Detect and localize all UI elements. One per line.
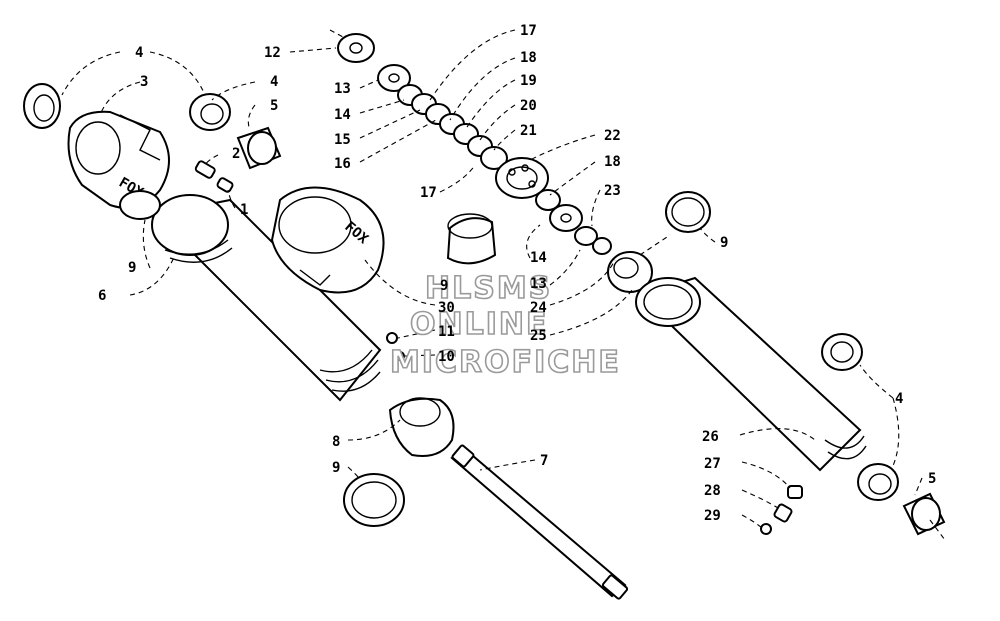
small-parts-27-29 xyxy=(760,485,803,535)
callout-28: 28 xyxy=(704,483,721,499)
callout-4: 4 xyxy=(135,45,143,61)
callout-29: 29 xyxy=(704,508,721,524)
callout-21: 21 xyxy=(520,123,537,139)
watermark-line-3: MICROFICHE xyxy=(390,345,621,380)
callout-6: 6 xyxy=(98,288,106,304)
washer-14-lower xyxy=(549,204,583,232)
bushing-4-right-lower xyxy=(857,463,899,501)
bushing-4-top xyxy=(189,93,231,131)
callout-4: 4 xyxy=(895,391,903,407)
callout-26: 26 xyxy=(702,429,719,445)
callout-9: 9 xyxy=(332,460,340,476)
washer-12 xyxy=(337,33,375,63)
callout-14: 14 xyxy=(530,250,547,266)
valve-cap-1 xyxy=(216,177,234,193)
callout-16: 16 xyxy=(334,156,351,172)
watermark: HLSMS ONLINE MICROFICHE xyxy=(389,270,621,381)
callout-19: 19 xyxy=(520,73,537,89)
valve-2 xyxy=(194,160,216,179)
callout-24: 24 xyxy=(530,300,547,316)
callout-5: 5 xyxy=(270,98,278,114)
callout-2: 2 xyxy=(232,146,240,162)
callout-27: 27 xyxy=(704,456,721,472)
callout-20: 20 xyxy=(520,98,537,114)
callout-25: 25 xyxy=(530,328,547,344)
bushing-4-right xyxy=(821,333,863,371)
callout-18: 18 xyxy=(520,50,537,66)
shim-18-lower xyxy=(535,189,561,211)
reservoir-sleeve: FOX xyxy=(270,186,385,294)
washer-13-upper xyxy=(377,64,411,92)
shim-stack-14-16 xyxy=(397,84,508,170)
eyelet-body-3: FOX xyxy=(67,110,170,209)
callout-8: 8 xyxy=(332,434,340,450)
callout-30: 30 xyxy=(438,300,455,316)
body-26 xyxy=(635,276,867,472)
reservoir-body-6 xyxy=(151,194,382,402)
callout-labels: 4 3 4 5 2 1 9 6 12 13 14 15 16 17 18 19 … xyxy=(98,23,936,524)
callout-22: 22 xyxy=(604,128,621,144)
ring-9-right xyxy=(665,191,711,233)
leader-lines xyxy=(61,29,946,541)
callout-9: 9 xyxy=(440,278,448,294)
bushing-4-left xyxy=(23,83,61,129)
spacer-5-right xyxy=(902,492,946,536)
shaft-7 xyxy=(450,444,629,600)
callout-4: 4 xyxy=(270,74,278,90)
ring-9-lower xyxy=(343,473,405,527)
callout-13: 13 xyxy=(334,81,351,97)
spacer-5-top xyxy=(236,126,282,170)
balls-10-11 xyxy=(386,332,405,361)
callout-17: 17 xyxy=(420,185,437,201)
ring-17-lower xyxy=(446,213,497,265)
callout-5: 5 xyxy=(928,471,936,487)
callout-17: 17 xyxy=(520,23,537,39)
ring-9-left xyxy=(119,190,161,220)
washer-23 xyxy=(574,226,612,255)
callout-1: 1 xyxy=(240,202,248,218)
callout-9: 9 xyxy=(720,235,728,251)
callout-10: 10 xyxy=(438,349,455,365)
callout-14: 14 xyxy=(334,107,351,123)
callout-3: 3 xyxy=(140,74,148,90)
callout-7: 7 xyxy=(540,453,548,469)
watermark-line-1: HLSMS xyxy=(425,271,552,306)
callout-12: 12 xyxy=(264,45,281,61)
callout-13: 13 xyxy=(530,276,547,292)
piston-22 xyxy=(495,157,549,199)
callout-15: 15 xyxy=(334,132,351,148)
callout-23: 23 xyxy=(604,183,621,199)
callout-18: 18 xyxy=(604,154,621,170)
callout-11: 11 xyxy=(438,324,455,340)
watermark-line-2: ONLINE xyxy=(410,307,549,342)
end-cap-8 xyxy=(388,397,455,457)
callout-9: 9 xyxy=(128,260,136,276)
